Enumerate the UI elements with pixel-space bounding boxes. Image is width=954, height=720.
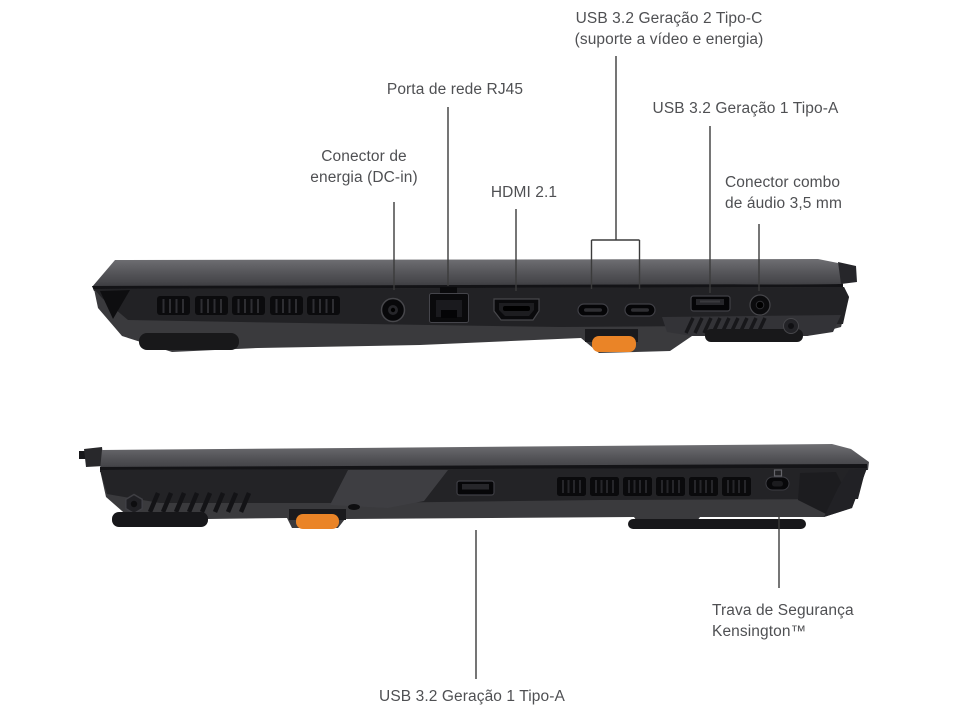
rubber-foot-right (705, 329, 803, 342)
rubber-foot-left (139, 333, 239, 350)
kensington-lock-slot (765, 476, 790, 491)
label-kensington: Trava de Segurança Kensington™ (712, 600, 892, 642)
audio-jack-port (749, 294, 771, 316)
label-hdmi: HDMI 2.1 (474, 182, 574, 203)
label-line: HDMI 2.1 (490, 184, 558, 201)
label-line: USB 3.2 Geração 2 Tipo-C (575, 10, 763, 27)
laptop-lid (100, 444, 869, 470)
left-notch (100, 290, 130, 319)
rubber-foot-left (112, 512, 208, 527)
laptop-lid (92, 259, 843, 287)
hex-screw (125, 493, 143, 515)
hinge-cap (84, 447, 104, 467)
exhaust-vents-right (557, 477, 751, 496)
diagonal-vents (147, 492, 252, 513)
laptop-bottom-view (79, 444, 869, 529)
label-line: Porta de rede RJ45 (386, 81, 524, 98)
label-usb-a-top: USB 3.2 Geração 1 Tipo-A (645, 98, 846, 119)
leader-usb-c-bracket (590, 56, 641, 289)
label-line: (suporte a vídeo e energia) (574, 31, 764, 48)
dc-in-port (380, 297, 406, 323)
usb-c-port-1 (577, 303, 609, 317)
right-facet (824, 468, 867, 517)
label-usb-a-bottom: USB 3.2 Geração 1 Tipo-A (371, 686, 573, 707)
label-line: Conector combo (725, 174, 841, 191)
label-line: USB 3.2 Geração 1 Tipo-A (652, 100, 839, 117)
usb-c-port-2 (624, 303, 656, 317)
accent-wedge (330, 470, 448, 508)
label-dc-in: Conector de energia (DC-in) (289, 146, 439, 188)
label-rj45: Porta de rede RJ45 (355, 79, 555, 100)
label-usb-c-gen2: USB 3.2 Geração 2 Tipo-C (suporte a víde… (549, 8, 789, 50)
leader-lines (393, 56, 780, 679)
usb-a-port-top (690, 295, 731, 312)
label-line: USB 3.2 Geração 1 Tipo-A (379, 688, 565, 705)
hinge-pin (79, 451, 87, 459)
label-line: Kensington™ (712, 623, 807, 640)
hinge-screw-center (788, 323, 794, 329)
label-line: de áudio 3,5 mm (725, 195, 842, 212)
laptop-top-view (92, 259, 857, 353)
kensington-lock-icon (773, 469, 783, 477)
rj45-port (429, 287, 469, 323)
usb-a-port-bottom (456, 480, 495, 496)
hinge-cap (838, 262, 857, 284)
exhaust-vents-left (157, 296, 340, 315)
diagonal-vents (684, 317, 767, 334)
label-line: energia (DC-in) (310, 169, 418, 186)
rubber-foot-orange (296, 514, 339, 529)
rubber-foot-orange (592, 336, 636, 352)
label-line: Trava de Segurança (712, 602, 854, 619)
hdmi-port (493, 298, 540, 321)
rubber-foot-right (628, 519, 806, 529)
mic-hole (348, 504, 360, 510)
label-audio-combo: Conector combo de áudio 3,5 mm (725, 172, 875, 214)
label-line: Conector de (321, 148, 407, 165)
